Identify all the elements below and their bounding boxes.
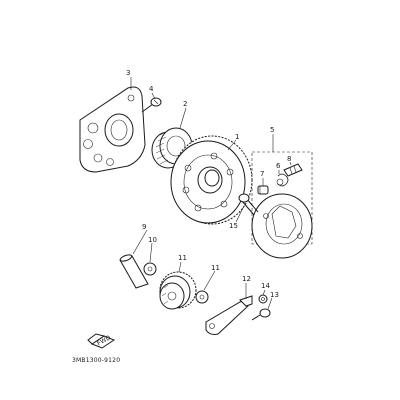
callout-15: 15 xyxy=(229,222,238,230)
part-12-stopper-plate xyxy=(205,295,253,335)
callout-3: 3 xyxy=(126,69,130,77)
part-code: 3MB1300-9120 xyxy=(72,357,120,364)
part-11-washer-lower xyxy=(195,290,209,304)
callout-1: 1 xyxy=(235,133,239,141)
callout-11-upper: 10 xyxy=(148,236,157,244)
part-7-roller xyxy=(257,185,269,195)
part-8-plunger xyxy=(283,163,303,177)
callout-9: 11 xyxy=(178,254,187,262)
part-4-screw xyxy=(141,97,162,113)
callout-14: 14 xyxy=(261,282,270,290)
front-direction-marker: FWD xyxy=(87,333,116,349)
callout-2: 2 xyxy=(183,100,187,108)
callout-13: 13 xyxy=(270,291,279,299)
callout-4: 4 xyxy=(149,85,154,93)
part-9-idler-gear xyxy=(159,271,197,310)
part-6-spring xyxy=(276,173,289,187)
part-3-cover-plate xyxy=(79,86,146,173)
part-11-washer-upper xyxy=(143,262,157,276)
part-1-starter-wheel-gear xyxy=(170,135,253,225)
part-14-washer xyxy=(258,294,268,304)
part-10-shaft xyxy=(119,254,149,289)
callout-7: 7 xyxy=(260,170,264,178)
callout-8: 8 xyxy=(287,155,291,163)
part-15-bolt xyxy=(238,193,259,216)
part-13-screw xyxy=(251,308,271,321)
callout-11-lower: 11 xyxy=(211,264,220,272)
callout-labels: 3 4 2 1 5 6 7 8 15 9 10 11 11 12 14 13 xyxy=(126,69,291,299)
callout-6: 6 xyxy=(276,162,281,170)
callout-10: 9 xyxy=(142,223,146,231)
part-5-clutch-outer xyxy=(251,193,313,259)
callout-5: 5 xyxy=(270,126,274,134)
leader-lines xyxy=(130,77,292,310)
callout-12: 12 xyxy=(242,275,251,283)
